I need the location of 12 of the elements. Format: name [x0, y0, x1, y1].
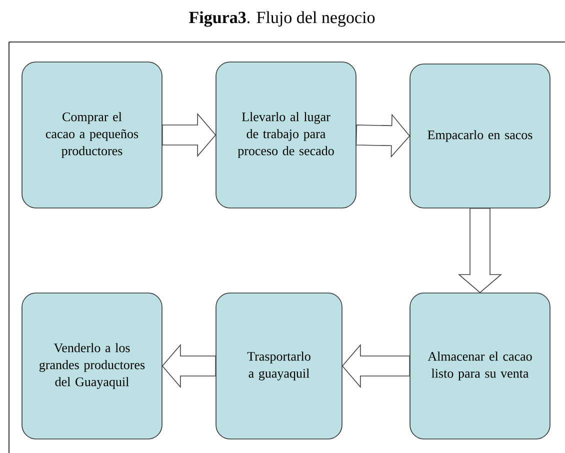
block-arrow: [342, 344, 410, 388]
block-arrow: [162, 344, 216, 388]
process-box: Empacarlo en sacos: [410, 64, 550, 208]
block-arrow: [356, 114, 410, 158]
process-box: Llevarlo al lugar de trabajo para proceso de secado: [216, 62, 356, 208]
process-box: Almacenar el cacao listo para su venta: [410, 292, 550, 440]
process-box: Trasportarlo a guayaquil: [216, 292, 342, 440]
block-arrow: [458, 208, 502, 294]
process-box: Comprar el cacao a pequeños productores: [22, 62, 162, 208]
block-arrow: [162, 112, 216, 158]
process-box: Venderlo a los grandes productores del Guayaquil: [22, 292, 162, 440]
figure-title: Figura3. Flujo del negocio: [189, 11, 375, 27]
